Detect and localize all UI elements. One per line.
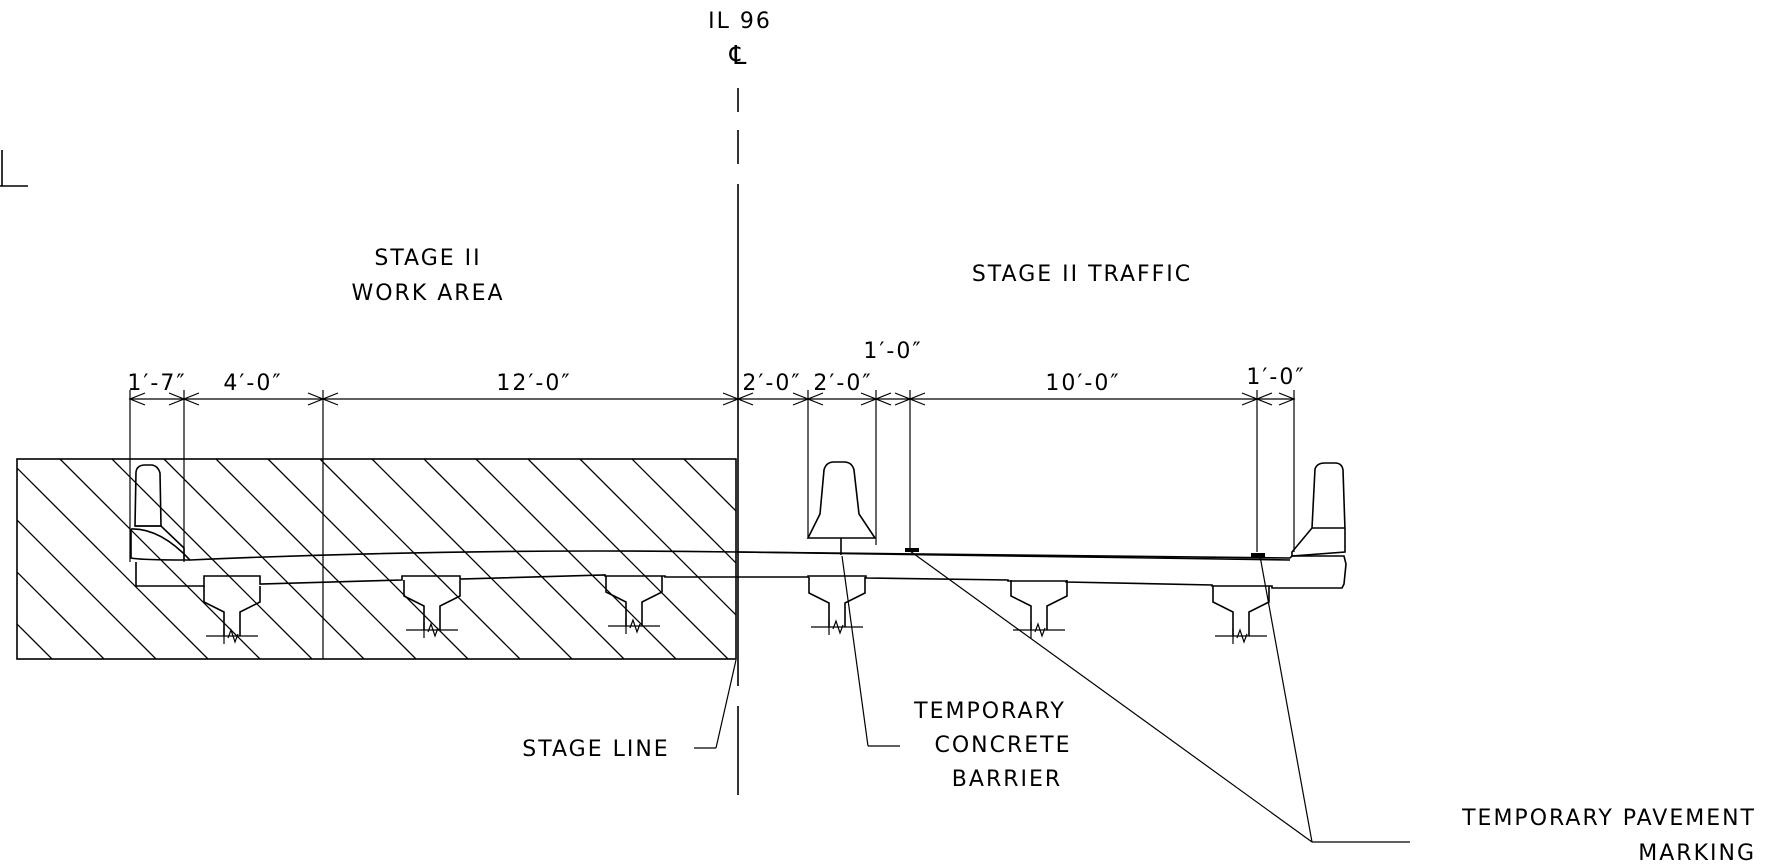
girder-break-mark: [811, 619, 863, 635]
hatch-line: [267, 459, 469, 659]
right-parapet: [1291, 462, 1346, 557]
girder-break-mark: [1215, 628, 1267, 644]
girder-break-mark: [608, 618, 660, 634]
hatch-line: [735, 459, 736, 460]
barrier-label-line3: BARRIER: [952, 767, 1062, 792]
girder: [1010, 580, 1068, 630]
dim-12ft-0in: 12′-0″: [496, 371, 571, 396]
hatch-line: [579, 459, 736, 616]
stage-line-label: STAGE LINE: [522, 737, 669, 762]
hatch-line: [371, 459, 573, 659]
girder: [808, 577, 866, 627]
girder: [605, 576, 663, 626]
bridge-deck: [130, 528, 1347, 589]
girder-break-mark: [206, 628, 258, 644]
temporary-concrete-barrier: [806, 461, 877, 555]
barrier-label-line2: CONCRETE: [934, 733, 1071, 758]
dim-1ft-0in-b: 1′-0″: [1246, 365, 1305, 390]
pavement-marking-callout: TEMPORARY PAVEMENT MARKING: [909, 550, 1756, 866]
dim-1ft-0in-a: 1′-0″: [863, 339, 922, 364]
hatch-line: [423, 459, 625, 659]
hatch-line: [527, 459, 729, 659]
girder-break-mark: [406, 622, 458, 638]
centerline: IL 96 ℄: [708, 9, 772, 795]
hatch-line: [319, 459, 521, 659]
hatch-line: [215, 459, 417, 659]
centerline-symbol: ℄: [729, 41, 747, 71]
dim-2ft-0in-b: 2′-0″: [813, 371, 872, 396]
hatch-line: [17, 623, 53, 659]
dimension-string: 1′-7″ 4′-0″ 12′-0″ 2′-0″ 2′-0″ 1′-0″ 10′…: [127, 339, 1305, 659]
hatch-line: [17, 519, 157, 659]
barrier-callout: TEMPORARY CONCRETE BARRIER: [841, 555, 1071, 792]
centerline-route-label: IL 96: [708, 9, 772, 34]
work-area-label-line2: WORK AREA: [351, 281, 504, 306]
girder: [1212, 586, 1270, 636]
girder: [403, 580, 461, 630]
barrier-label-line1: TEMPORARY: [913, 699, 1066, 724]
hatch-line: [17, 467, 209, 659]
marking-label-line2: MARKING: [1638, 841, 1756, 866]
left-parapet: [134, 464, 185, 560]
girder-break-mark: [1013, 622, 1065, 638]
dim-2ft-0in-a: 2′-0″: [742, 371, 801, 396]
title-underline-fragment: [0, 150, 28, 187]
hatch-line: [683, 459, 736, 512]
stage-line-callout: STAGE LINE: [522, 659, 737, 762]
pavement-markings: [905, 548, 1265, 557]
girder: [203, 586, 261, 636]
work-area-label-line1: STAGE II: [374, 246, 481, 271]
traffic-area-label: STAGE II TRAFFIC: [972, 262, 1192, 287]
dim-4ft-0in: 4′-0″: [223, 371, 282, 396]
hatch-line: [475, 459, 677, 659]
hatch-line: [163, 459, 365, 659]
hatch-line: [631, 459, 736, 564]
hatch-line: [17, 571, 105, 659]
area-labels: STAGE II WORK AREA STAGE II TRAFFIC: [351, 246, 1192, 306]
dim-10ft-0in: 10′-0″: [1045, 371, 1120, 396]
marking-label-line1: TEMPORARY PAVEMENT: [1461, 806, 1756, 831]
dim-1ft-7in: 1′-7″: [127, 371, 186, 396]
girders: [203, 576, 1270, 644]
